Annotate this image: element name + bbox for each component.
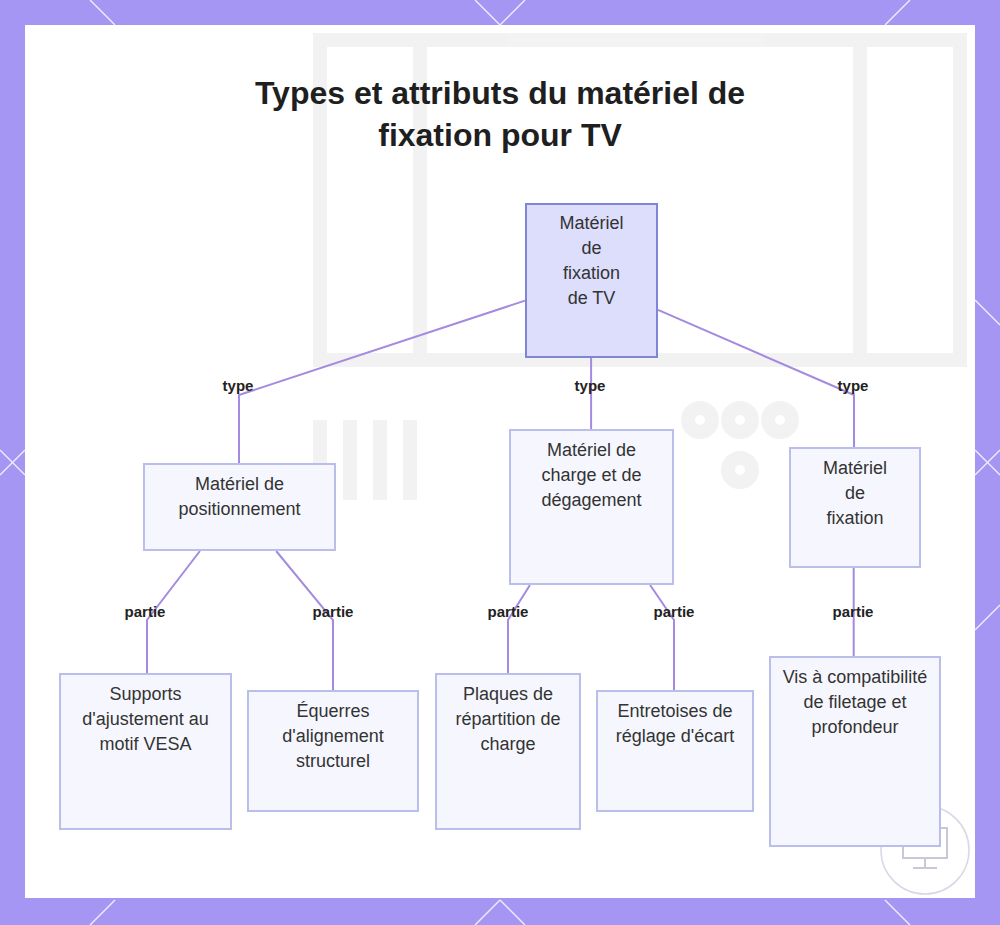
category-box: Équerres d'alignement structurel (247, 690, 419, 812)
edge-label: type (223, 377, 254, 394)
category-box: Entretoises de réglage d'écart (596, 690, 754, 812)
edge-label: partie (654, 603, 695, 620)
category-box: Matériel de charge et de dégagement (509, 429, 674, 585)
node-label: Matériel de charge et de dégagement (525, 438, 658, 513)
node-label: Équerres d'alignement structurel (265, 699, 401, 774)
node-label: Vis à compatibilité de filetage et profo… (781, 665, 929, 740)
edge-label: partie (488, 603, 529, 620)
category-box: Vis à compatibilité de filetage et profo… (769, 656, 941, 847)
category-box: Matériel de fixation (789, 447, 921, 568)
node-label: Supports d'ajustement au motif VESA (81, 682, 210, 757)
node-label: Matériel de fixation de TV (551, 211, 632, 311)
connector-line (650, 585, 674, 690)
node-label: Matériel de fixation (817, 456, 893, 531)
connector-line (658, 310, 854, 447)
connector-line (276, 551, 333, 690)
connector-line (508, 585, 530, 673)
node-label: Entretoises de réglage d'écart (612, 699, 738, 749)
category-box: Plaques de répartition de charge (435, 673, 581, 830)
category-box: Supports d'ajustement au motif VESA (59, 673, 232, 830)
connector-line (239, 301, 525, 463)
connector-line (590, 358, 592, 429)
edge-label: partie (833, 603, 874, 620)
edge-label: type (575, 377, 606, 394)
category-box: Matériel de positionnement (143, 463, 336, 551)
node-label: Matériel de positionnement (157, 472, 322, 522)
diagram-title: Types et attributs du matériel de fixati… (200, 72, 800, 156)
edge-label: partie (125, 603, 166, 620)
root-box: Matériel de fixation de TV (525, 203, 658, 358)
panel (25, 25, 975, 898)
edge-label: partie (313, 603, 354, 620)
node-label: Plaques de répartition de charge (453, 682, 563, 757)
edge-label: type (838, 377, 869, 394)
